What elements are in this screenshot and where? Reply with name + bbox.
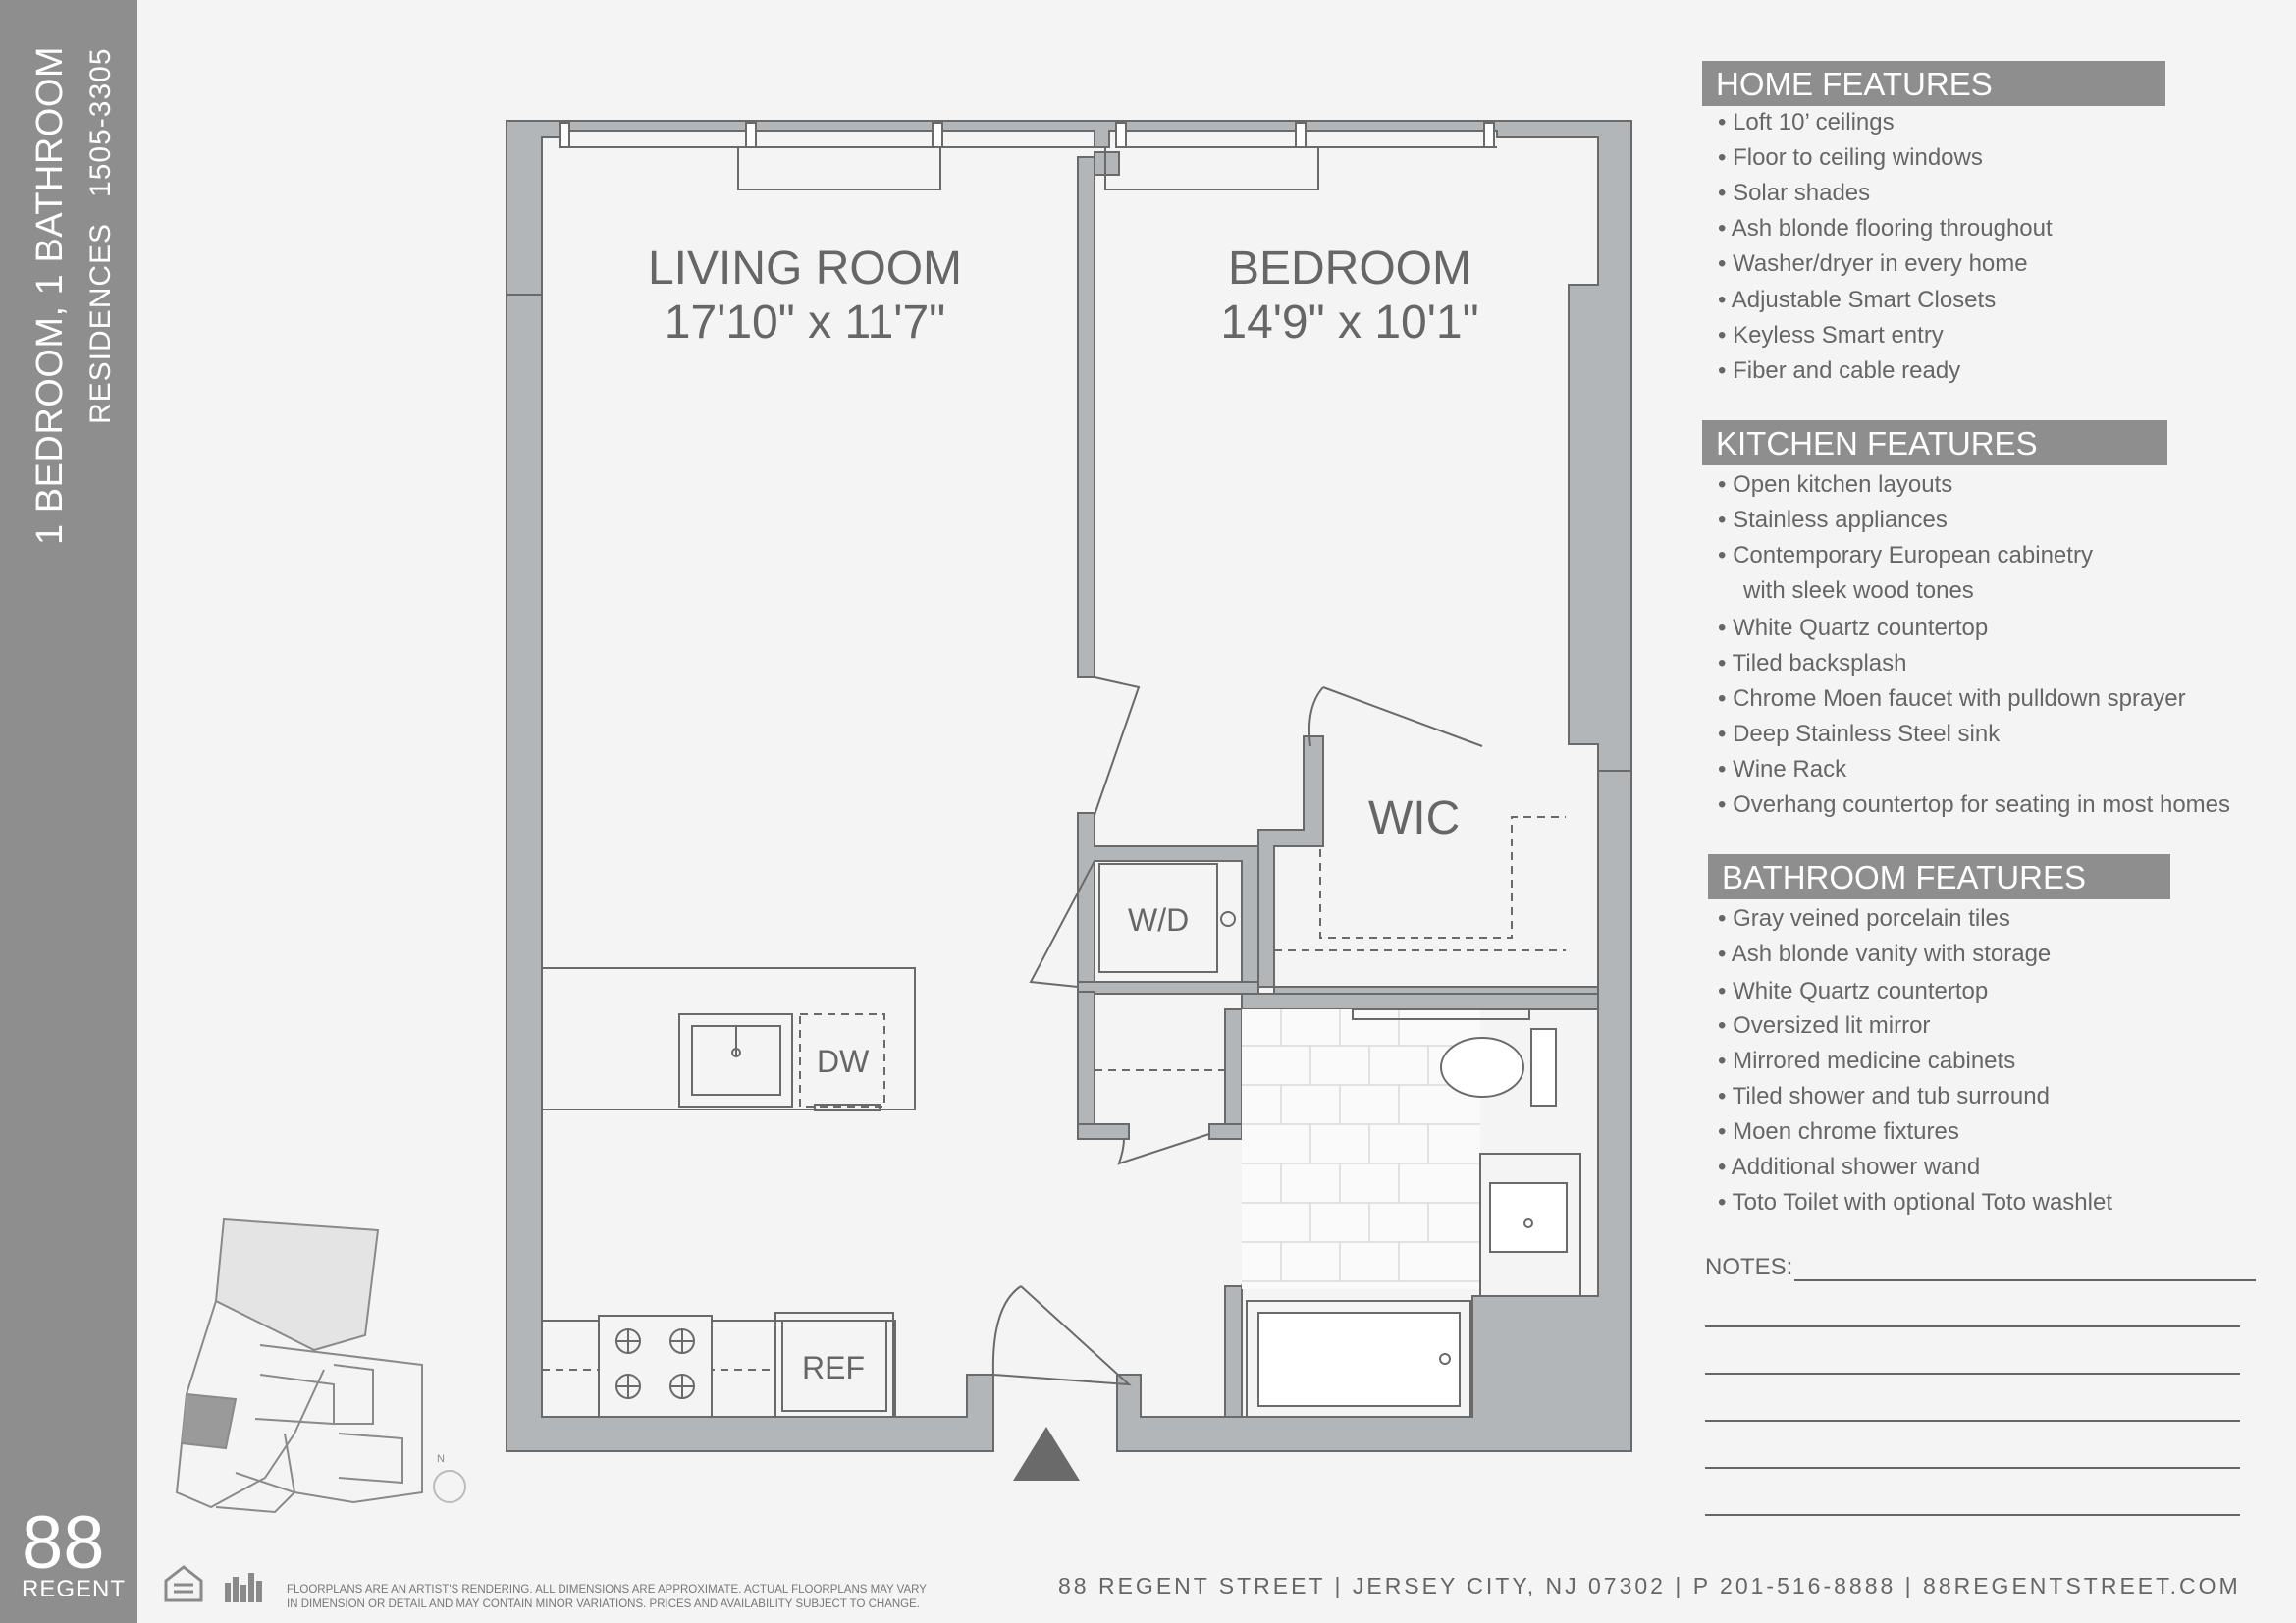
notes-line <box>1705 1373 2240 1375</box>
bathroom-feature-item: • Oversized lit mirror <box>1718 1012 1931 1039</box>
disclaimer-line: FLOORPLANS ARE AN ARTIST'S RENDERING. AL… <box>287 1584 927 1596</box>
home-feature-item: • Solar shades <box>1718 180 1871 206</box>
ref-label: REF <box>802 1350 865 1385</box>
wall-wic-bottom <box>1273 986 1599 995</box>
exterior-wall-left <box>506 294 994 1452</box>
bedroom-dimensions: 14'9" x 10'1" <box>1220 297 1479 350</box>
bathroom-feature-item: • White Quartz countertop <box>1718 978 1989 1004</box>
kitchen-feature-item: • Open kitchen layouts <box>1718 471 1953 498</box>
notes-label: NOTES: <box>1705 1254 1793 1280</box>
stove-burners <box>615 1328 695 1399</box>
home-feature-item: • Fiber and cable ready <box>1718 357 1961 384</box>
wic-label: WIC <box>1368 792 1461 844</box>
wall-closet-bottom <box>1077 1123 1130 1140</box>
north-label: N <box>437 1453 445 1465</box>
bathroom-feature-item: • Moen chrome fixtures <box>1718 1118 1959 1145</box>
key-plan <box>175 1217 466 1514</box>
kitchen-counter <box>541 1312 896 1418</box>
bathroom-features-heading: BATHROOM FEATURES <box>1708 854 2170 899</box>
notes-line <box>1705 1514 2240 1516</box>
wall-bath-left <box>1224 1008 1243 1125</box>
logo-word: REGENT <box>22 1576 127 1602</box>
dw-label: DW <box>817 1044 870 1079</box>
window-frames <box>559 122 1497 190</box>
kitchen-feature-item: • Chrome Moen faucet with pulldown spray… <box>1718 685 2186 712</box>
living-room-label: LIVING ROOM 17'10" x 11'7" <box>609 242 1001 350</box>
wall-wd-bottom <box>1077 981 1259 995</box>
notes-line <box>1794 1279 2256 1281</box>
entry-marker <box>1013 1427 1080 1481</box>
wall-bedroom-inner-top <box>1094 151 1120 176</box>
exterior-wall-top <box>506 120 1632 772</box>
home-feature-item: • Washer/dryer in every home <box>1718 250 2028 277</box>
equal-housing-icon <box>164 1565 262 1602</box>
disclaimer: FLOORPLANS ARE AN ARTIST'S RENDERING. AL… <box>287 1583 1013 1612</box>
bathroom-feature-item: • Gray veined porcelain tiles <box>1718 905 2010 932</box>
disclaimer-line: IN DIMENSION OR DETAIL AND MAY CONTAIN M… <box>287 1598 920 1610</box>
wall-closet-bottom-right <box>1208 1123 1243 1140</box>
kitchen-island <box>541 967 916 1111</box>
bathroom-fixtures <box>1246 1008 1581 1418</box>
kitchen-feature-item: • Stainless appliances <box>1718 507 1948 533</box>
home-features-heading: HOME FEATURES <box>1702 61 2165 106</box>
home-feature-item: • Floor to ceiling windows <box>1718 144 1983 171</box>
bedroom-label: BEDROOM 14'9" x 10'1" <box>1153 242 1546 350</box>
wall-bath-top <box>1241 993 1599 1010</box>
wall-living-bedroom <box>1077 156 1095 678</box>
wall-wic-left <box>1257 735 1324 988</box>
notes-line <box>1705 1467 2240 1469</box>
bath-tile-pattern <box>1242 1009 1480 1289</box>
home-feature-item: • Loft 10’ ceilings <box>1718 109 1895 135</box>
home-feature-item: • Adjustable Smart Closets <box>1718 287 1997 313</box>
wic-shelving <box>1274 816 1566 951</box>
living-room-dimensions: 17'10" x 11'7" <box>664 297 946 350</box>
washer-dryer <box>1098 863 1236 973</box>
living-room-name: LIVING ROOM <box>647 243 963 295</box>
bathroom-feature-item: • Additional shower wand <box>1718 1154 1981 1180</box>
footer-address: 88 REGENT STREET | JERSEY CITY, NJ 07302… <box>1058 1573 2241 1598</box>
kitchen-feature-item: • Contemporary European cabinetry <box>1718 542 2093 568</box>
bathroom-feature-item: • Tiled shower and tub surround <box>1718 1083 2050 1109</box>
kitchen-feature-item: • Wine Rack <box>1718 756 1847 783</box>
home-feature-item: • Keyless Smart entry <box>1718 322 1944 349</box>
kitchen-feature-item: • Deep Stainless Steel sink <box>1718 721 2001 747</box>
wd-label: W/D <box>1128 902 1190 938</box>
exterior-wall-bottom-right <box>1116 770 1632 1452</box>
notes-line <box>1705 1325 2240 1327</box>
logo-number: 88 <box>22 1501 105 1585</box>
bathroom-feature-item: • Toto Toilet with optional Toto washlet <box>1718 1189 2112 1216</box>
kitchen-feature-item: • Overhang countertop for seating in mos… <box>1718 791 2231 818</box>
kitchen-feature-item: • Tiled backsplash <box>1718 650 1907 676</box>
kitchen-feature-item: with sleek wood tones <box>1743 577 1974 604</box>
bedroom-name: BEDROOM <box>1227 243 1471 295</box>
sidebar: 1 BEDROOM, 1 BATHROOM RESIDENCES1505-330… <box>0 0 137 1623</box>
bathroom-feature-item: • Mirrored medicine cabinets <box>1718 1048 2016 1074</box>
kitchen-feature-item: • White Quartz countertop <box>1718 615 1989 641</box>
wall-bath-lower <box>1224 1285 1243 1418</box>
kitchen-features-heading: KITCHEN FEATURES <box>1702 420 2167 465</box>
notes-line <box>1705 1420 2240 1422</box>
bathroom-feature-item: • Ash blonde vanity with storage <box>1718 941 2052 967</box>
wall-closet-left <box>1077 991 1095 1130</box>
home-feature-item: • Ash blonde flooring throughout <box>1718 215 2053 242</box>
